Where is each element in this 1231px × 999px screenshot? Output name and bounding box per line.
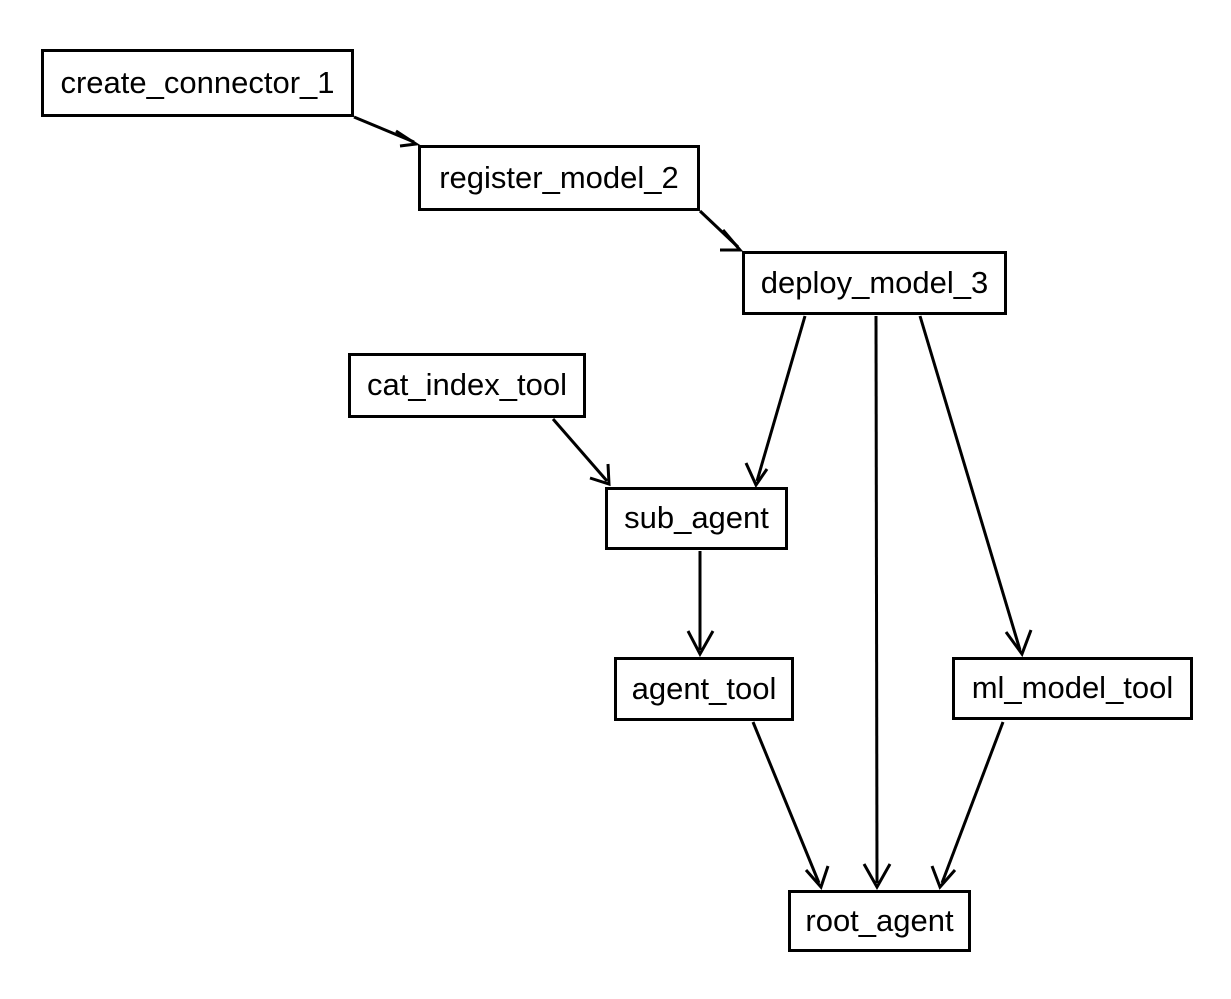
node-label: register_model_2 — [439, 159, 679, 195]
node-sub-agent[interactable]: sub_agent — [605, 487, 788, 550]
node-label: deploy_model_3 — [760, 264, 989, 300]
node-label: root_agent — [805, 902, 954, 938]
node-create-connector-1[interactable]: create_connector_1 — [41, 49, 354, 117]
node-cat-index-tool[interactable]: cat_index_tool — [348, 353, 586, 418]
edge-agent-tool-to-root-agent — [751, 721, 830, 890]
edge-cat-index-tool-to-sub-agent — [551, 418, 611, 487]
node-agent-tool[interactable]: agent_tool — [614, 657, 794, 721]
edge-ml-model-tool-to-root-agent — [930, 721, 1005, 890]
edge-deploy-model-3-to-root-agent — [862, 315, 892, 891]
edge-deploy-model-3-to-sub-agent — [744, 315, 807, 489]
node-ml-model-tool[interactable]: ml_model_tool — [952, 657, 1193, 720]
edge-register-model-2-to-deploy-model-3 — [698, 209, 744, 252]
edge-create-connector-1-to-register-model-2 — [353, 115, 421, 148]
node-deploy-model-3[interactable]: deploy_model_3 — [742, 251, 1007, 315]
edge-deploy-model-3-to-ml-model-tool — [918, 315, 1033, 658]
node-label: sub_agent — [624, 500, 769, 535]
node-label: agent_tool — [631, 670, 777, 706]
node-register-model-2[interactable]: register_model_2 — [418, 145, 700, 211]
edge-sub-agent-to-agent-tool — [686, 551, 715, 658]
node-root-agent[interactable]: root_agent — [788, 890, 971, 952]
node-label: create_connector_1 — [60, 64, 335, 100]
node-label: ml_model_tool — [971, 670, 1174, 705]
node-label: cat_index_tool — [367, 367, 567, 402]
